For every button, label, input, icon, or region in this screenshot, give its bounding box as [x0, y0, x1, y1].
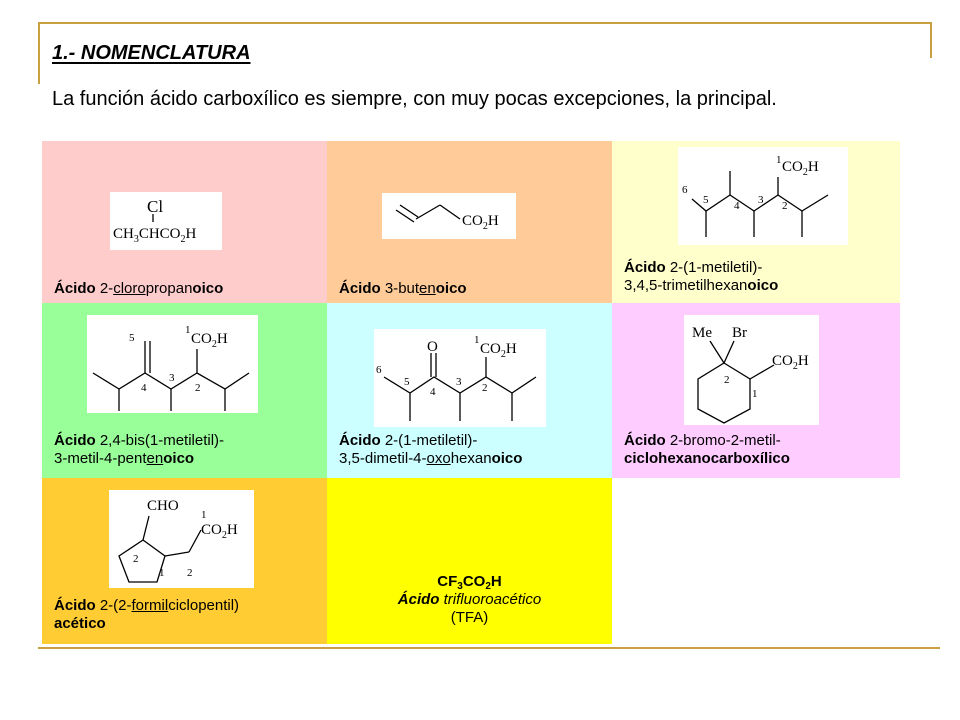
svg-text:5: 5 [129, 332, 135, 344]
caption-hexanoic-acid-trimethyl: Ácido 2-(1-metiletil)- 3,4,5-trimetilhex… [624, 259, 779, 294]
svg-text:1: 1 [185, 324, 191, 336]
bottom-rule [38, 647, 940, 649]
right-vertical-rule [930, 22, 932, 58]
svg-text:6: 6 [376, 364, 382, 376]
caption-cyclohexanecarboxylic-acid: Ácido 2-bromo-2-metil- ciclohexanocarbox… [624, 432, 790, 467]
caption-pentenoic-acid: Ácido 2,4-bis(1-metiletil)- 3-metil-4-pe… [54, 432, 225, 467]
structure-pentenoic-acid: 5 4 3 2 1 CO2H [87, 315, 258, 413]
cell-pentenoic-acid: 5 4 3 2 1 CO2H Ácido 2,4-bis(1-metiletil… [42, 303, 327, 478]
svg-text:2: 2 [133, 553, 139, 565]
svg-text:1: 1 [752, 388, 758, 400]
left-vertical-rule [38, 22, 40, 84]
group-co2h: CO2H [772, 353, 809, 372]
svg-text:4: 4 [430, 386, 436, 398]
structure-2-chloropropanoic-acid: Cl CH3CHCO2H [110, 192, 222, 250]
cell-formylcyclopentyl-acetic-acid: 2 1 2 1 CHO CO2H Ácido 2-(2-formilciclop… [42, 478, 327, 644]
atom-br: Br [732, 325, 747, 341]
structure-cyclohexanecarboxylic-acid: 2 1 Me Br CO2H [684, 315, 819, 425]
svg-text:3: 3 [456, 376, 462, 388]
page-title: 1.- NOMENCLATURA [52, 42, 251, 64]
svg-text:1: 1 [776, 154, 782, 166]
svg-text:2: 2 [195, 382, 201, 394]
intro-text: La función ácido carboxílico es siempre,… [52, 88, 777, 110]
svg-text:4: 4 [141, 382, 147, 394]
group-co2h: CO2H [462, 213, 499, 232]
cell-oxohexanoic-acid: 6 5 4 3 2 1 O CO2H Ácido 2-(1-metiletil)… [327, 303, 612, 478]
svg-text:1: 1 [201, 509, 207, 521]
caption-2-chloropropanoic-acid: Ácido 2-cloropropanoico [54, 280, 224, 297]
svg-text:4: 4 [734, 200, 740, 212]
cell-hexanoic-acid-trimethyl: 6 5 4 3 2 1 CO2H Ácido 2-(1-metiletil)- … [612, 141, 900, 303]
svg-text:3: 3 [169, 372, 175, 384]
structure-formylcyclopentyl-acetic-acid: 2 1 2 1 CHO CO2H [109, 490, 254, 588]
formula-text: CH3CHCO2H [113, 226, 197, 245]
group-co2h: CO2H [191, 331, 228, 350]
top-rule [38, 22, 932, 24]
svg-text:6: 6 [682, 184, 688, 196]
cell-3-butenoic-acid: CO2H Ácido 3-butenoico [327, 141, 612, 303]
structure-3-butenoic-acid: CO2H [382, 193, 516, 239]
svg-text:1: 1 [474, 334, 480, 346]
caption-formylcyclopentyl-acetic-acid: Ácido 2-(2-formilciclopentil) acético [54, 597, 240, 632]
atom-o: O [427, 339, 438, 355]
svg-text:2: 2 [482, 382, 488, 394]
group-me: Me [692, 325, 712, 341]
caption-oxohexanoic-acid: Ácido 2-(1-metiletil)- 3,5-dimetil-4-oxo… [339, 432, 523, 467]
caption-3-butenoic-acid: Ácido 3-butenoico [339, 280, 467, 297]
cell-2-chloropropanoic-acid: Cl CH3CHCO2H Ácido 2-cloropropanoico [42, 141, 327, 303]
svg-text:2: 2 [187, 567, 193, 579]
structure-hexanoic-acid-trimethyl: 6 5 4 3 2 1 CO2H [678, 147, 848, 245]
group-co2h: CO2H [782, 159, 819, 178]
group-co2h: CO2H [201, 522, 238, 541]
svg-text:5: 5 [404, 376, 410, 388]
structure-oxohexanoic-acid: 6 5 4 3 2 1 O CO2H [374, 329, 546, 427]
atom-cl: Cl [147, 197, 163, 216]
cell-trifluoroacetic-acid: CF3CO2H Ácido trifluoroacético (TFA) [327, 478, 612, 644]
group-cho: CHO [147, 498, 179, 514]
svg-text:2: 2 [782, 200, 788, 212]
svg-text:1: 1 [159, 567, 165, 579]
svg-text:3: 3 [758, 194, 764, 206]
caption-trifluoroacetic-acid: CF3CO2H Ácido trifluoroacético (TFA) [397, 573, 542, 626]
svg-text:2: 2 [724, 374, 730, 386]
formula-cf3co2h: CF3CO2H [437, 573, 502, 592]
group-co2h: CO2H [480, 341, 517, 360]
svg-text:5: 5 [703, 194, 709, 206]
cell-cyclohexanecarboxylic-acid: 2 1 Me Br CO2H Ácido 2-bromo-2-metil- ci… [612, 303, 900, 478]
